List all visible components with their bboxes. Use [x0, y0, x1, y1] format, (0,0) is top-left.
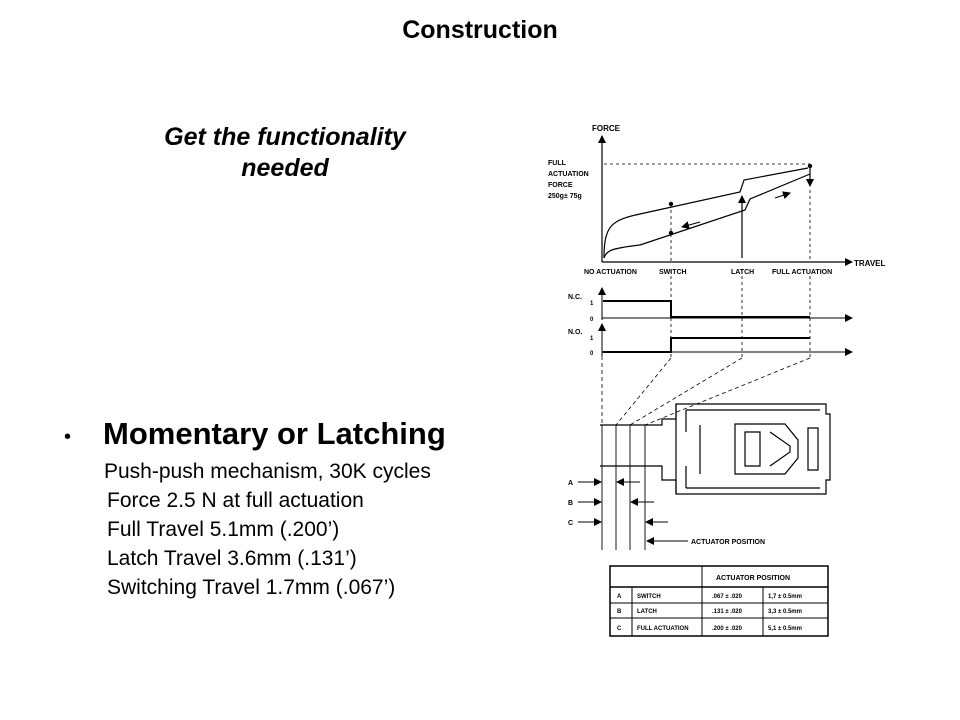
table-row: B LATCH .131 ± .020 3,3 ± 0.5mm — [617, 609, 802, 615]
spec-item: Force 2.5 N at full actuation — [107, 489, 364, 512]
actuation-curve — [603, 167, 809, 259]
table-cell-inch: .067 ± .020 — [712, 594, 743, 600]
full-actuation-point — [807, 163, 813, 169]
travel-point-label: SWITCH — [659, 269, 687, 276]
nc-label: N.C. — [568, 294, 582, 301]
dimension-lines — [578, 425, 688, 550]
table-cell-key: C — [617, 626, 622, 632]
no-low-label: 0 — [590, 351, 594, 357]
table-cell-name: LATCH — [637, 609, 657, 615]
table-row: A SWITCH .067 ± .020 1,7 ± 0.5mm — [617, 594, 802, 600]
slide-title: Construction — [402, 16, 558, 44]
force-travel-diagram: FORCE TRAVEL FULL ACTUATION FORCE 250g± … — [548, 124, 886, 637]
bullet-marker: • — [64, 426, 72, 448]
table-cell-mm: 3,3 ± 0.5mm — [768, 609, 802, 615]
table-cell-inch: .131 ± .020 — [712, 609, 743, 615]
table-cell-mm: 5,1 ± 0.5mm — [768, 626, 802, 632]
spec-item: Full Travel 5.1mm (.200’) — [107, 518, 340, 541]
travel-axis-label: TRAVEL — [854, 259, 886, 268]
table-cell-name: SWITCH — [637, 594, 661, 600]
travel-point-label: FULL ACTUATION — [772, 269, 832, 276]
switch-point-lower — [668, 230, 674, 236]
travel-point-label: NO ACTUATION — [584, 269, 637, 276]
table-cell-key: B — [617, 609, 622, 615]
no-high-label: 1 — [590, 336, 594, 342]
spec-item: Push-push mechanism, 30K cycles — [104, 460, 431, 483]
force-travel-graph: FORCE TRAVEL FULL ACTUATION FORCE 250g± … — [548, 124, 886, 358]
spec-list: Push-push mechanism, 30K cycles Force 2.… — [104, 457, 431, 602]
actuation-direction-arrow — [774, 191, 791, 200]
dimension-label-b: B — [568, 500, 573, 507]
no-signal — [603, 337, 810, 353]
dimension-label-a: A — [568, 480, 573, 487]
nc-low-label: 0 — [590, 317, 594, 323]
nc-signal — [603, 300, 810, 318]
force-axis-label: FORCE — [592, 124, 621, 133]
table-header: ACTUATOR POSITION — [716, 575, 790, 582]
switch-body-drawing — [600, 403, 831, 495]
no-timing-diagram: N.O. 1 0 — [568, 323, 853, 357]
dimension-label-c: C — [568, 520, 573, 527]
nc-high-label: 1 — [590, 301, 594, 307]
nc-timing-diagram: N.C. 1 0 — [568, 287, 853, 323]
subtitle-line-1: Get the functionality — [164, 123, 406, 151]
table-cell-mm: 1,7 ± 0.5mm — [768, 594, 802, 600]
travel-point-label: LATCH — [731, 269, 754, 276]
table-row: C FULL ACTUATION .200 ± .020 5,1 ± 0.5mm — [617, 626, 802, 632]
bullet-heading: Momentary or Latching — [103, 416, 446, 451]
table-cell-key: A — [617, 594, 622, 600]
table-cell-name: FULL ACTUATION — [637, 626, 689, 632]
actuator-position-label: ACTUATOR POSITION — [691, 539, 765, 546]
spec-item: Latch Travel 3.6mm (.131’) — [107, 547, 357, 570]
slide-subtitle: Get the functionality needed — [110, 122, 460, 184]
projection-lines — [601, 356, 811, 426]
full-force-label: FULL ACTUATION FORCE 250g± 75g — [548, 160, 591, 200]
spec-item: Switching Travel 1.7mm (.067’) — [107, 576, 396, 599]
table-cell-inch: .200 ± .020 — [712, 626, 743, 632]
return-curve — [603, 173, 811, 259]
actuator-position-table: ACTUATOR POSITION A SWITCH .067 ± .020 1… — [609, 565, 829, 637]
return-direction-arrow — [681, 221, 701, 229]
no-label: N.O. — [568, 329, 582, 336]
subtitle-line-2: needed — [241, 154, 329, 182]
